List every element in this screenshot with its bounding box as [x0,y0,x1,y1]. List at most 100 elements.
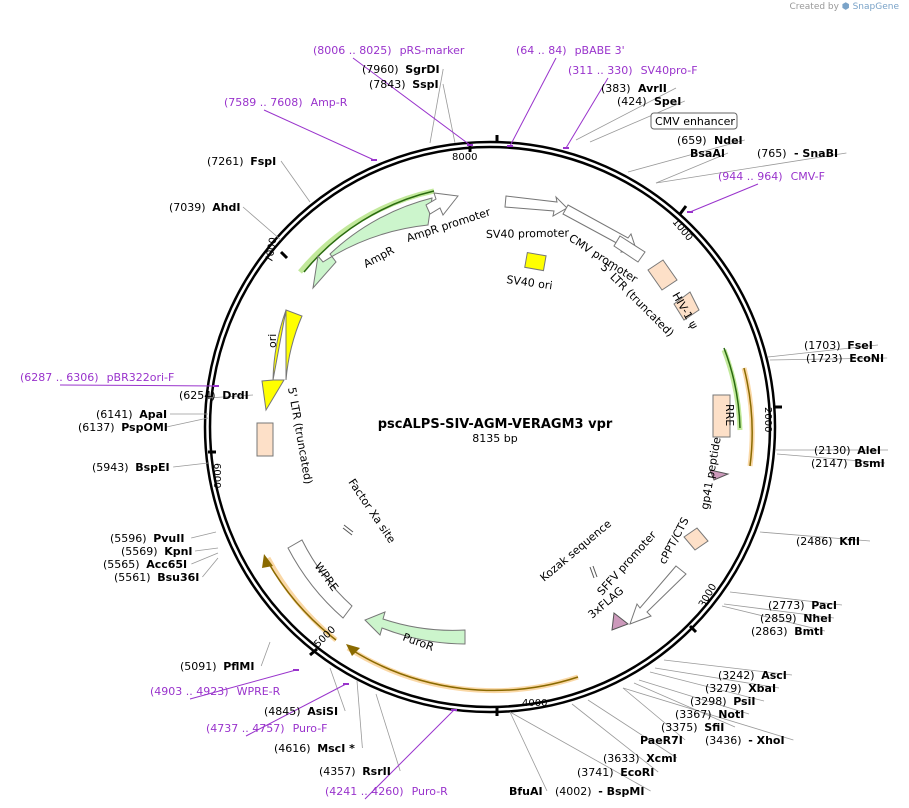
primer-label[interactable]: (944 .. 964)CMV-F [718,170,825,183]
site-name[interactable]: SfiI [704,721,724,734]
sv40-ori-label: SV40 ori [506,273,554,292]
hiv-psi-block[interactable] [673,291,700,321]
site-name[interactable]: BmtI [794,625,823,638]
primer-label[interactable]: (6287 .. 6306)pBR322ori-F [20,371,174,384]
tick-label: 8000 [452,152,477,163]
credit-text: Created by [789,2,839,12]
site-position: (4357) [319,765,356,778]
wpre-block[interactable] [287,539,353,619]
primer-label[interactable]: (4737 .. 4757)Puro-F [206,722,328,735]
site-name[interactable]: PaeR7I [640,734,683,747]
flag-marker[interactable] [611,612,630,631]
primer-label[interactable]: (7589 .. 7608)Amp-R [224,96,348,109]
site-name[interactable]: XcmI [646,752,677,765]
sffv-promoter-arrow[interactable] [629,565,687,625]
site-name[interactable]: DrdI [222,389,249,402]
site-name[interactable]: - SnaBI [794,147,838,160]
site-position: (5565) [103,558,140,571]
rre-orf-line [723,347,741,429]
site-name[interactable]: - BspMI [598,785,644,798]
factor-xa-label: Factor Xa site [346,476,399,545]
primer-label[interactable]: (311 .. 330)SV40pro-F [568,64,698,77]
site-name[interactable]: SspI [412,78,438,91]
rre-label: RRE [723,404,736,426]
site-name[interactable]: FspI [250,155,276,168]
site-name[interactable]: PflMI [223,660,254,673]
site-name[interactable]: AscI [761,669,787,682]
cppt-label: cPPT/CTS [656,515,691,566]
primer-leader-line [263,109,375,161]
ampr-label: AmpR [361,244,396,271]
site-leader-line [173,462,209,468]
site-position: (6141) [96,408,133,421]
site-name[interactable]: RsrII [362,765,391,778]
site-name[interactable]: PspOMI [121,421,168,434]
site-name[interactable]: FseI [847,339,873,352]
gp41-peptide-marker[interactable] [709,469,730,481]
tick-mark [678,205,688,215]
site-name[interactable]: Acc65I [146,558,187,571]
site-name[interactable]: AsiSI [307,705,338,718]
tick-mark [688,624,698,634]
primer-leader-line [352,57,471,146]
primer-leader-line [245,683,347,737]
site-leader-line [622,687,794,741]
site-name[interactable]: Bsu36I [157,571,199,584]
site-name[interactable]: SgrDI [405,63,439,76]
site-name[interactable]: - XhoI [748,734,784,747]
site-leader-line [638,679,750,715]
site-position: (1703) [804,339,841,352]
cmv-enhancer-label: CMV enhancer [655,115,735,128]
site-position: (424) [617,95,647,108]
primer-label[interactable]: (64 .. 84)pBABE 3' [516,44,625,57]
site-name[interactable]: MscI * [317,742,355,755]
site-name[interactable]: KpnI [164,545,192,558]
site-position: (5596) [110,532,147,545]
rre-block[interactable] [712,394,731,438]
site-position: (5561) [114,571,151,584]
site-name[interactable]: KflI [839,535,860,548]
site-name[interactable]: BspEI [135,461,169,474]
credit-app: SnapGene [852,2,899,12]
puror-arrow[interactable] [364,611,466,645]
site-position: (3375) [661,721,698,734]
site-name[interactable]: PsiI [733,695,755,708]
site-name[interactable]: SpeI [654,95,681,108]
cppt-cts-block[interactable] [683,527,709,551]
cmv-enhancer-box[interactable] [650,112,738,130]
site-name[interactable]: NdeI [714,134,743,147]
site-name[interactable]: ApaI [139,408,167,421]
primer-label[interactable]: (4241 .. 4260)Puro-R [325,785,448,798]
site-name[interactable]: NotI [718,708,744,721]
site-name[interactable]: EcoRI [620,766,654,779]
site-position: (2863) [751,625,788,638]
site-name[interactable]: AhdI [212,201,240,214]
site-name[interactable]: BsaAI [690,147,725,160]
site-name[interactable]: XbaI [748,682,776,695]
sv40-ori-block[interactable] [524,251,547,272]
site-leader-line [202,557,219,578]
site-name[interactable]: NheI [803,612,832,625]
site-position: (3436) [705,734,742,747]
ampr-arrow[interactable] [312,197,433,290]
site-name[interactable]: PvuII [153,532,184,545]
primer-label[interactable]: (8006 .. 8025)pRS-marker [313,44,465,57]
site-position: (6137) [78,421,115,434]
ltr5-top-block[interactable] [647,259,678,291]
site-name[interactable]: EcoNI [849,352,884,365]
tick-label: 4000 [522,698,547,709]
site-leader-line [655,152,847,184]
site-name[interactable]: AvrII [638,82,667,95]
primer-label[interactable]: (4903 .. 4923)WPRE-R [150,685,281,698]
sv40-promoter-arrow[interactable] [504,195,568,217]
ltr5-left-block[interactable] [256,422,274,457]
site-name[interactable]: PacI [811,599,837,612]
ampr-promoter-arrow[interactable] [425,192,459,216]
site-name[interactable]: BfuAI [509,785,543,798]
site-leader-line [767,344,879,358]
cmv-enhancer-block[interactable] [613,235,646,263]
ori-arrow[interactable] [261,309,303,412]
site-name[interactable]: BsmI [854,457,885,470]
site-name[interactable]: AleI [857,444,881,457]
